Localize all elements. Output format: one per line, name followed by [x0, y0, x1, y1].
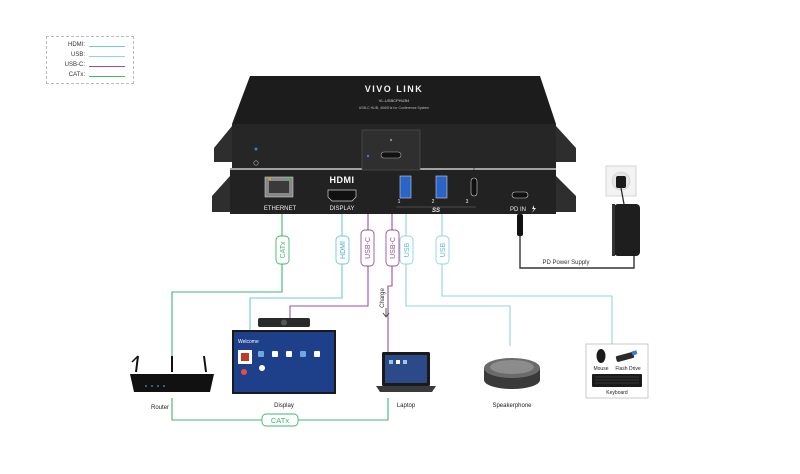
display: Welcome Display [232, 318, 336, 409]
laptop-screen [385, 355, 427, 383]
router: Router [130, 355, 214, 411]
catx-tag: CATx [275, 235, 290, 265]
router-label: Router [151, 405, 169, 411]
charge-arrow-icon [382, 308, 390, 318]
pd-in-label: PD IN [510, 207, 526, 213]
legend-usbc-label: USB-C: [64, 62, 85, 68]
hub-device: VIVO LINK VL-USBCPHUB4 USB-C HUB, 4K60Hz… [212, 76, 576, 214]
display-port-label: DISPLAY [330, 206, 355, 212]
legend-hdmi: HDMI: [47, 42, 133, 51]
legend: HDMI: USB: USB-C: CATx: [46, 36, 134, 84]
usbc-tag: USB-C [360, 229, 375, 267]
hdmi-tag: HDMI [335, 235, 350, 265]
usb2-tag-label: USB [440, 242, 447, 257]
legend-usb-label: USB: [70, 52, 85, 58]
hdmi-logo: HDMI [330, 175, 355, 185]
superspeed-logo: SS [432, 208, 440, 214]
peripherals-group: Mouse Flash Drive Keyboard [585, 343, 649, 399]
usbc-charge-tag-label: USB-C [390, 237, 397, 259]
power-cable-plug [517, 214, 523, 236]
front-usbc-port [380, 151, 402, 159]
legend-hdmi-line [89, 46, 125, 47]
legend-usb: USB: [47, 52, 133, 61]
power-led-icon [254, 147, 258, 151]
power-supply-label: PD Power Supply [542, 260, 589, 266]
laptop: Laptop [376, 352, 436, 409]
usb-port-2 [435, 175, 448, 199]
usb-port-1-number: 1 [398, 199, 401, 205]
front-port-window [361, 129, 421, 171]
cable-labels: CATx HDMI USB-C USB-C USB USB Charge CA [261, 229, 590, 427]
usb-port-3-number: 3 [466, 199, 469, 205]
display-welcome-text: Welcome [238, 339, 259, 345]
legend-catx-line [89, 76, 125, 77]
usb-port-2-number: 2 [432, 199, 435, 205]
legend-usb-line [89, 56, 125, 57]
front-led [389, 138, 393, 142]
flash-drive-icon [615, 352, 635, 362]
status-led-blue [366, 154, 370, 158]
legend-catx: CATx: [47, 72, 133, 81]
model-subtitle: USB-C HUB, 4K60Hz for Conference System [359, 106, 429, 110]
display-label: Display [274, 403, 294, 409]
power-button-icon [253, 160, 259, 166]
laptop-base [376, 386, 436, 392]
power-adapter [614, 204, 640, 256]
usb1-tag-label: USB [404, 242, 411, 257]
ethernet-port-label: ETHERNET [264, 206, 297, 212]
power-supply [517, 165, 640, 256]
laptop-label: Laptop [397, 403, 416, 409]
mount-ear-right [556, 126, 576, 162]
keyboard-label: Keyboard [606, 390, 628, 396]
charge-label: Charge [380, 288, 386, 308]
usbc-charge-cable [387, 200, 393, 352]
mouse-icon [596, 349, 606, 363]
legend-hdmi-label: HDMI: [68, 42, 85, 48]
usb2-tag: USB [435, 235, 450, 265]
router-body [130, 374, 214, 392]
mouse-label: Mouse [593, 366, 608, 372]
charge-note: Charge [380, 288, 390, 318]
catx-bottom-tag: CATx [261, 413, 299, 427]
catx-tag-label: CATx [280, 241, 287, 258]
model-number: VL-USBCPHUB4 [379, 98, 410, 103]
usb1-tag: USB [399, 235, 414, 265]
usb1-cable [405, 200, 511, 346]
brand-logo: VIVO LINK [365, 84, 424, 94]
power-plug-icon [616, 176, 626, 188]
speakerphone-label: Speakerphone [492, 403, 532, 409]
hdmi-port [327, 189, 357, 202]
usbc-tag-label: USB-C [365, 237, 372, 259]
hdmi-cable [249, 212, 343, 332]
hdmi-tag-label: HDMI [340, 241, 347, 259]
mount-ear-right-low [556, 176, 576, 212]
usb2-cable [441, 200, 613, 344]
hub-top-face [232, 76, 556, 124]
usbc-cable-camera [289, 212, 369, 318]
legend-usbc: USB-C: [47, 62, 133, 71]
mount-ear-left-low [212, 176, 230, 212]
speakerphone: Speakerphone [484, 358, 540, 409]
lightning-icon [532, 205, 536, 213]
catx-bottom-tag-label: CATx [271, 416, 289, 425]
usbc-port-3 [470, 177, 478, 197]
usb-port-1 [399, 175, 412, 199]
flash-drive-label: Flash Drive [615, 366, 641, 372]
pd-in-port [511, 191, 529, 199]
mount-ear-left [214, 126, 232, 162]
usbc-charge-tag: USB-C [385, 229, 400, 267]
legend-usbc-line [89, 66, 125, 67]
peripherals-frame [585, 343, 649, 399]
keyboard-icon [592, 374, 642, 387]
legend-catx-label: CATx: [68, 72, 85, 78]
